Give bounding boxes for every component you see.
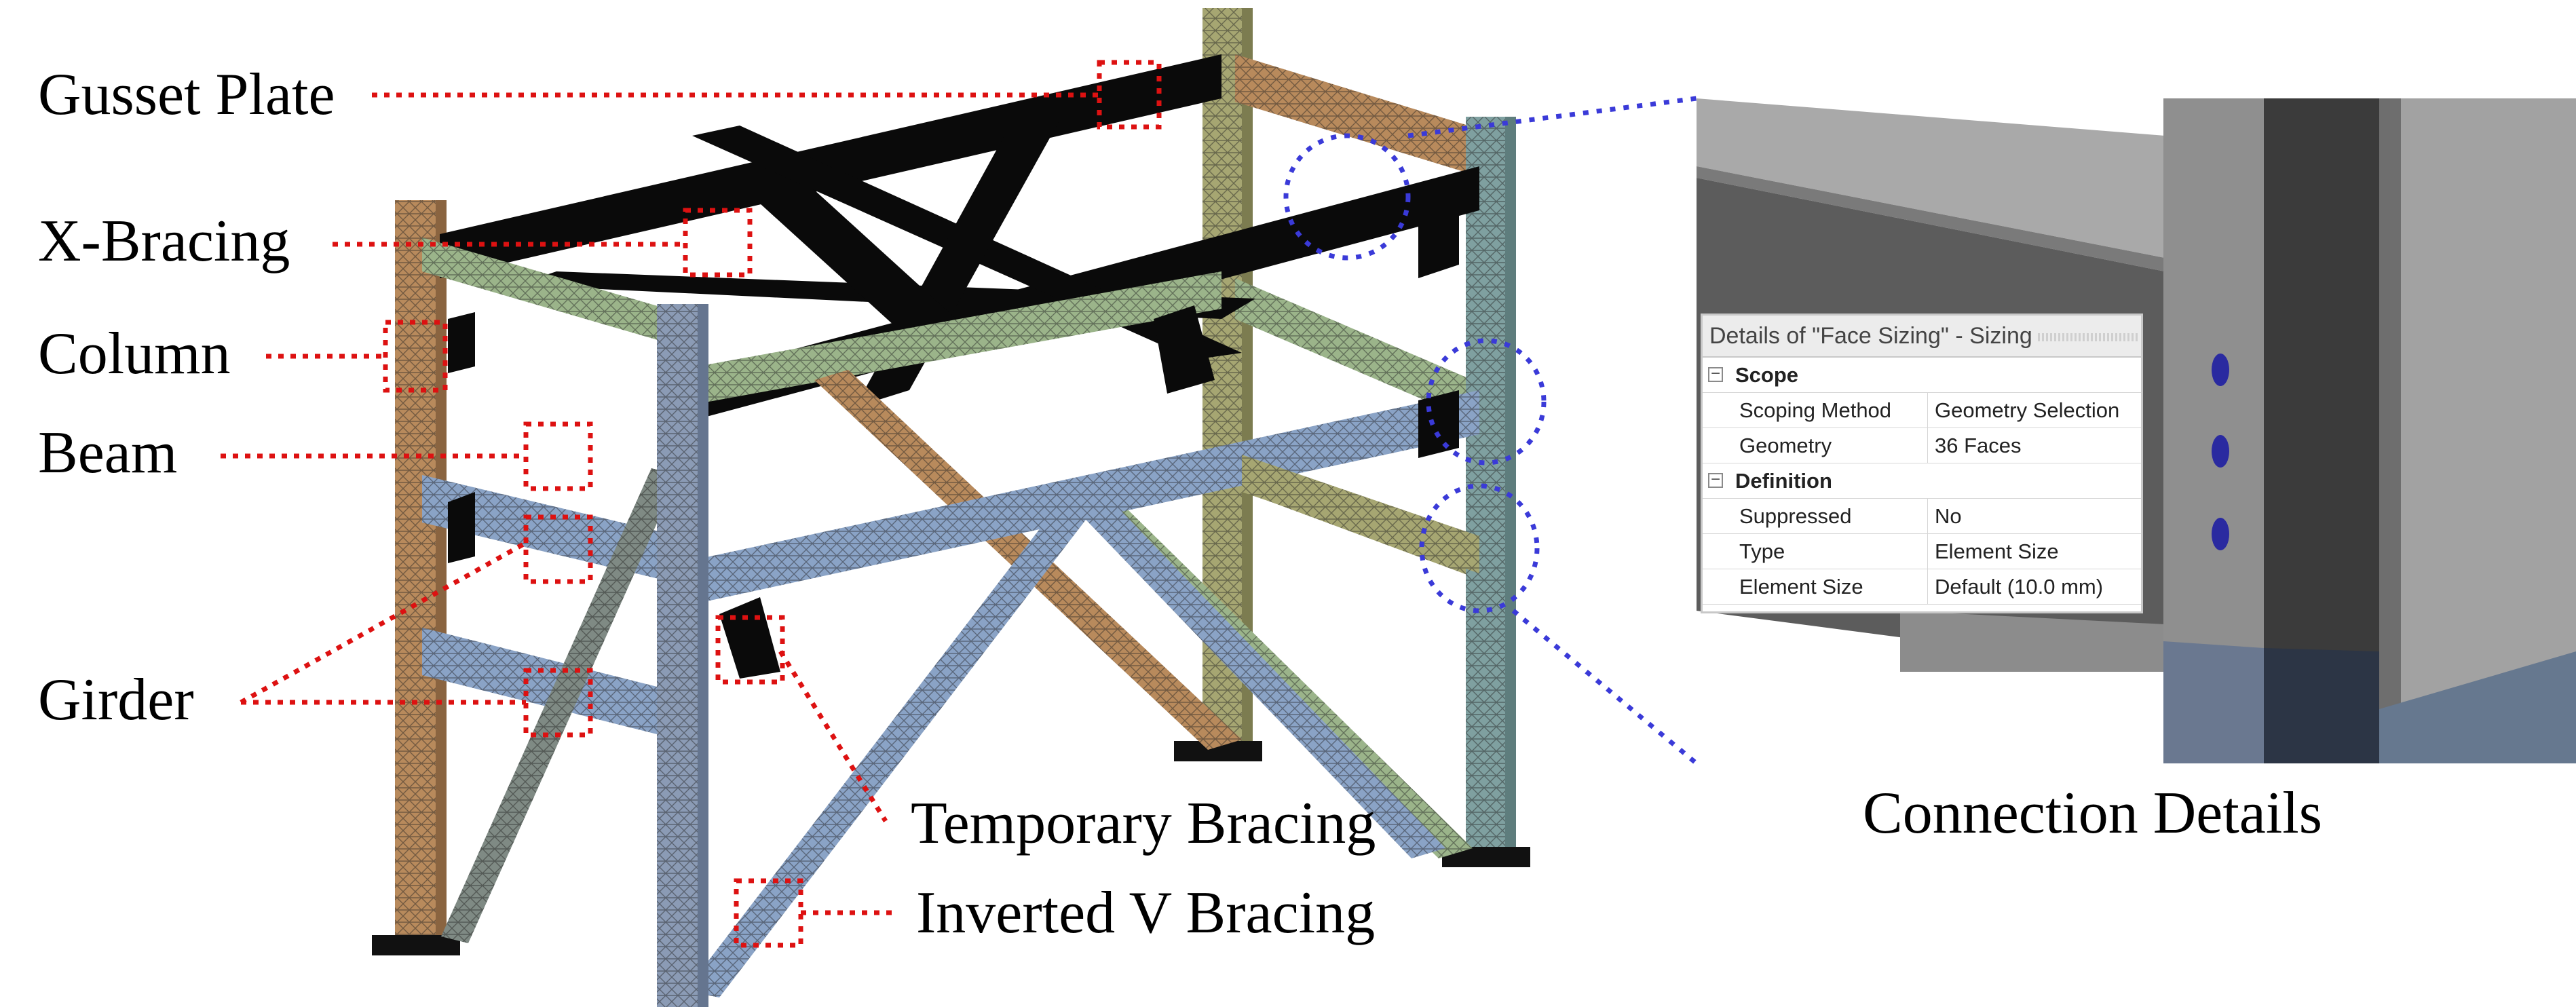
bolt-hole-3 [2212, 518, 2229, 550]
collapse-toggle-icon[interactable]: − [1708, 366, 1723, 382]
property-key: Suppressed [1732, 499, 1928, 533]
temporary-bracing-box [715, 615, 785, 685]
leader-to-detail-bottom [1511, 609, 1699, 765]
connection-circle-mid [1426, 338, 1547, 466]
girder-back-top [1235, 54, 1479, 176]
property-key: Type [1732, 534, 1928, 569]
property-value[interactable]: No [1935, 504, 1962, 528]
bolt-hole-1 [2212, 354, 2229, 386]
property-value[interactable]: Element Size [1935, 539, 2059, 563]
connection-circle-top [1283, 133, 1411, 261]
group-label: Scope [1735, 363, 1799, 387]
label-x-bracing: X-Bracing [38, 208, 290, 274]
girder-left-lower [422, 628, 679, 740]
group-scope[interactable]: − Scope [1703, 358, 2141, 393]
label-girder: Girder [38, 667, 194, 733]
column-front [657, 304, 708, 1007]
collapse-toggle-icon[interactable]: − [1708, 472, 1723, 488]
beam-box [523, 421, 593, 491]
beam-upper-long [679, 271, 1221, 407]
property-value[interactable]: Default (10.0 mm) [1935, 575, 2104, 598]
group-definition[interactable]: − Definition [1703, 463, 2141, 499]
column-left [372, 200, 460, 955]
property-key: Geometry [1732, 428, 1928, 463]
label-gusset-plate: Gusset Plate [38, 62, 335, 128]
left-diagonal-brace [441, 468, 679, 943]
property-value[interactable]: Geometry Selection [1935, 398, 2120, 422]
property-row[interactable]: Geometry 36 Faces [1703, 428, 2141, 463]
leader-to-detail-top [1407, 96, 1697, 138]
label-beam: Beam [38, 420, 178, 486]
property-row[interactable]: Scoping Method Geometry Selection [1703, 393, 2141, 428]
x-bracing-box [683, 208, 753, 278]
property-row[interactable]: Element Size Default (10.0 mm) [1703, 569, 2141, 605]
inverted-v-bracing [685, 495, 1445, 998]
bolt-hole-2 [2212, 435, 2229, 468]
group-label: Definition [1735, 469, 1832, 493]
girder-back-mid [1235, 278, 1473, 421]
panel-title-grip [2037, 333, 2140, 342]
connection-markers [1283, 96, 1699, 765]
property-row[interactable]: Type Element Size [1703, 534, 2141, 569]
inverted-v-bracing-box [734, 878, 803, 948]
girder-box-upper [523, 514, 593, 584]
callouts [221, 60, 1162, 948]
girder-box-lower [523, 668, 593, 738]
connection-circle-low [1419, 483, 1540, 613]
label-connection-details: Connection Details [1863, 780, 2322, 846]
steel-frame-model [372, 8, 1530, 1007]
label-inverted-v-bracing: Inverted V Bracing [916, 880, 1376, 946]
details-panel-title-text: Details of "Face Sizing" - Sizing [1709, 323, 2032, 349]
property-key: Scoping Method [1732, 393, 1928, 428]
property-row[interactable]: Suppressed No [1703, 499, 2141, 534]
beam-upper-left [422, 238, 679, 346]
label-temporary-bracing: Temporary Bracing [911, 791, 1376, 856]
property-value[interactable]: 36 Faces [1935, 434, 2022, 457]
details-panel-title: Details of "Face Sizing" - Sizing [1703, 316, 2141, 358]
details-panel-face-sizing: Details of "Face Sizing" - Sizing − Scop… [1701, 314, 2143, 613]
gusset-plate-box [1097, 60, 1162, 130]
property-key: Element Size [1732, 569, 1928, 604]
label-column: Column [38, 321, 231, 387]
girder-right-lower [1242, 455, 1479, 573]
column-box [383, 320, 448, 393]
